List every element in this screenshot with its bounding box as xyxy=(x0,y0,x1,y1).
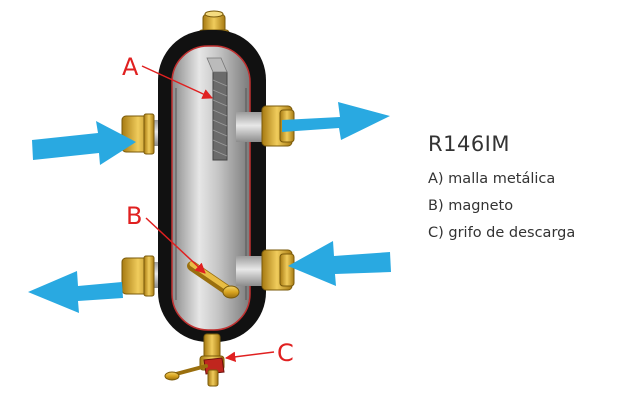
callout-c: C xyxy=(224,339,294,367)
callout-b-label: B xyxy=(126,202,142,230)
legend-item-mesh: A) malla metálica xyxy=(428,171,556,187)
callout-b: B xyxy=(126,202,206,274)
legend-item-magnet: B) magneto xyxy=(428,198,514,214)
model-title: R146IM xyxy=(428,132,510,156)
flow-arrow-in-upper-left xyxy=(32,121,136,165)
callout-b-leader xyxy=(145,217,206,274)
drain-valve xyxy=(164,333,225,387)
legend-item-drain-valve: C) grifo de descarga xyxy=(428,225,576,241)
callout-c-leader xyxy=(224,351,275,363)
callout-a-leader xyxy=(141,65,213,99)
flow-arrow-in-lower-right xyxy=(288,241,391,286)
flow-arrow-out-lower-left xyxy=(28,271,123,313)
flow-arrows xyxy=(28,102,391,313)
callout-a: A xyxy=(122,53,213,99)
callout-a-label: A xyxy=(122,53,139,81)
separator-body xyxy=(171,45,251,331)
flow-arrow-out-upper-right xyxy=(282,102,390,140)
right-lower-pipe xyxy=(236,249,295,291)
metal-mesh xyxy=(206,57,228,161)
callout-c-label: C xyxy=(277,339,294,367)
legend: R146IM A) malla metálica B) magneto C) g… xyxy=(428,132,575,247)
